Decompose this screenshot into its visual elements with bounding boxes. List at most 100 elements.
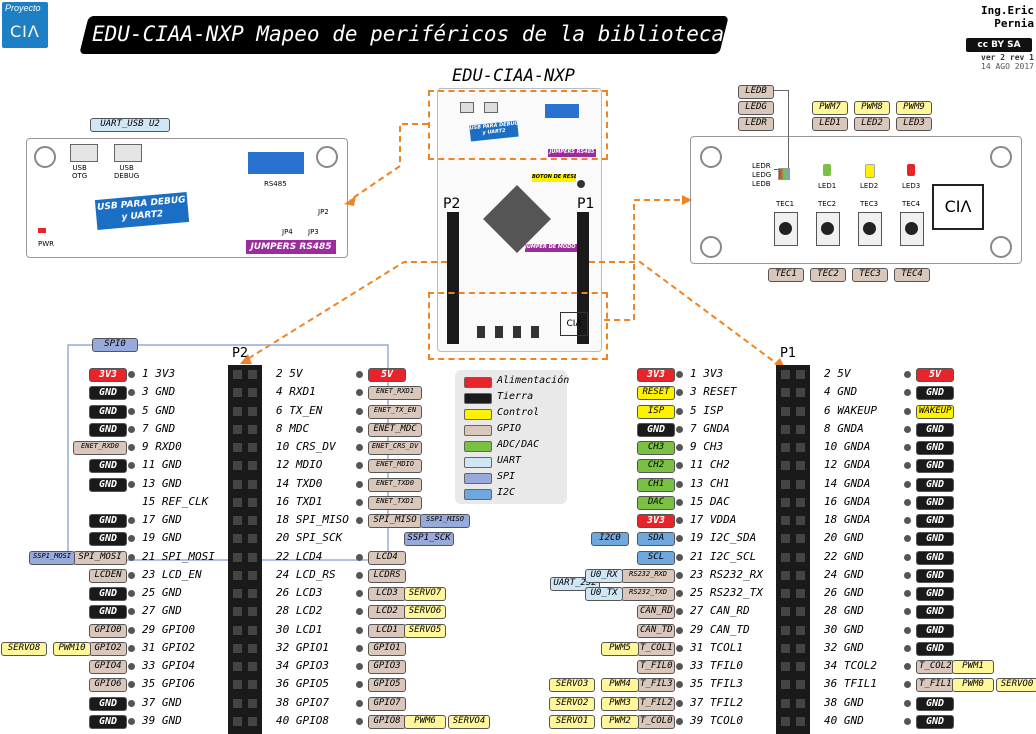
p2-pin-right: 32 GPIO1	[276, 640, 329, 654]
led1-tag: LED1	[812, 117, 848, 131]
pin-dot	[676, 553, 683, 561]
p1-pin-left: 29 CAN_TD	[690, 622, 750, 636]
legend-swatch	[464, 409, 492, 420]
p2-tag-left: ENET_RXD0	[73, 441, 127, 455]
legend-label: Control	[497, 407, 540, 418]
header-pin	[233, 406, 242, 416]
p1-tag-right: T_COL2	[916, 660, 954, 674]
pin-dot	[356, 517, 363, 524]
legend-swatch	[464, 425, 492, 436]
p2-tag-left: GND	[89, 514, 127, 528]
p2-pin-left: 21 SPI_MOSI	[142, 549, 215, 563]
p1-tag-left: RS232_TXD	[621, 587, 675, 601]
pin-dot	[356, 699, 363, 707]
pin-dot	[128, 608, 135, 616]
center-reset-button[interactable]	[577, 180, 585, 188]
legend-swatch	[464, 377, 492, 388]
p1-pin-left: 31 TCOL1	[690, 640, 743, 654]
pin-dot	[356, 608, 363, 616]
p1-tag-right: T_FIL1	[916, 678, 954, 693]
p1-pin-left: 37 TFIL2	[690, 695, 743, 709]
header-pin	[781, 552, 790, 562]
pin-dot	[128, 444, 135, 451]
p1-pin-right: 30 GND	[824, 622, 864, 636]
pin-dot	[676, 681, 683, 689]
p2-pin-right: 26 LCD3	[276, 586, 323, 599]
p2-tag-right: ENET_TX_EN	[368, 404, 422, 419]
pwm9-tag: PWM9	[896, 101, 932, 115]
p1-tag-left: SCL	[637, 550, 675, 565]
led3-indicator	[907, 164, 915, 176]
left-jp3-label: JP3	[308, 228, 319, 236]
p2-pin-left: 29 GPIO0	[142, 622, 195, 636]
tec1-label: TEC1	[776, 200, 795, 208]
p1-pin-left: 23 RS232_RX	[690, 567, 763, 581]
center-ciaa-logo: CIΛ	[560, 312, 588, 336]
p2-tag-right: GPIO8	[368, 714, 406, 729]
p2-tag-right: GPIO5	[368, 678, 406, 693]
tec2-button[interactable]	[816, 212, 840, 246]
p1-pin-left: 21 I2C_SCL	[690, 549, 757, 563]
header-pin	[233, 461, 242, 471]
p2-title: P2	[232, 346, 249, 361]
p2-tag-right: LCD3	[368, 587, 406, 601]
p1-tag-right: GND	[916, 623, 954, 638]
header-pin	[233, 643, 242, 653]
tec1-button[interactable]	[774, 212, 798, 246]
p2-tag-left: GND	[89, 459, 127, 474]
p1-tag-right: GND	[916, 441, 954, 455]
p2-pin-left: 25 GND	[142, 586, 182, 599]
left-uart-usb-tag: UART_USB U2	[90, 118, 170, 132]
p1-pin-right: 14 GNDA	[824, 476, 871, 490]
p1-tag-right: GND	[916, 459, 954, 474]
left-rs485-label: RS485	[264, 180, 287, 188]
logo-top-text: Proyecto	[5, 3, 41, 13]
header-pin	[796, 680, 805, 690]
tec3-button[interactable]	[858, 212, 882, 246]
p2-pin-right: 8 MDC	[276, 421, 310, 435]
p2-pin-left: 37 GND	[142, 695, 182, 709]
p1-pin-right: 20 GND	[824, 531, 864, 545]
p2-pin-left: 3 GND	[142, 385, 176, 399]
p2-tag-left: LCDEN	[89, 568, 127, 583]
version-text: ver 2 rev 1	[981, 53, 1034, 62]
left-usb-otg-port	[70, 144, 98, 162]
p1-pin-right: 8 GNDA	[824, 421, 864, 435]
p2-pin-right: 10 CRS_DV	[276, 440, 336, 453]
pin-dot	[904, 717, 911, 725]
legend-label: ADC/DAC	[497, 439, 540, 450]
p1-tag-right: 5V	[916, 368, 954, 382]
header-pin	[248, 698, 257, 708]
header-pin	[796, 607, 805, 617]
p2-tag-right: SPI_MISO	[368, 514, 422, 528]
pin-dot	[356, 626, 363, 634]
tec4-button[interactable]	[900, 212, 924, 246]
p1-extra-left: PWM3	[601, 696, 639, 711]
center-buttons-area	[477, 326, 547, 338]
p1-pin-right: 10 GNDA	[824, 440, 871, 453]
p2-tag-right: LCD2	[368, 605, 406, 620]
p1-tag-right: GND	[916, 386, 954, 401]
header-pin	[233, 625, 242, 635]
p1-tag-right: GND	[916, 422, 954, 437]
pin-dot	[904, 553, 911, 561]
page-title: EDU-CIAA-NXP Mapeo de periféricos de la …	[92, 22, 788, 46]
pin-dot	[356, 717, 363, 725]
pin-dot	[128, 389, 135, 397]
legend-label: UART	[497, 455, 522, 466]
pin-dot	[904, 444, 911, 451]
header-pin	[796, 516, 805, 525]
p2-tag-left: GND	[89, 532, 127, 547]
date-text: 14 AGO 2017	[981, 62, 1034, 71]
header-pin	[233, 424, 242, 434]
header-pin	[233, 662, 242, 671]
header-pin	[796, 625, 805, 635]
pin-dot	[904, 590, 911, 597]
p1-extra-right: PWM0	[952, 678, 994, 693]
p1-tag-left: 3V3	[637, 368, 675, 382]
left-usb-otg-label: USB OTG	[72, 164, 88, 180]
p2-pin-left: 1 3V3	[142, 367, 176, 380]
p1-pin-left: 13 CH1	[690, 476, 730, 490]
p1-tag-left: T_FIL0	[637, 660, 675, 674]
legend-swatch	[464, 441, 492, 452]
